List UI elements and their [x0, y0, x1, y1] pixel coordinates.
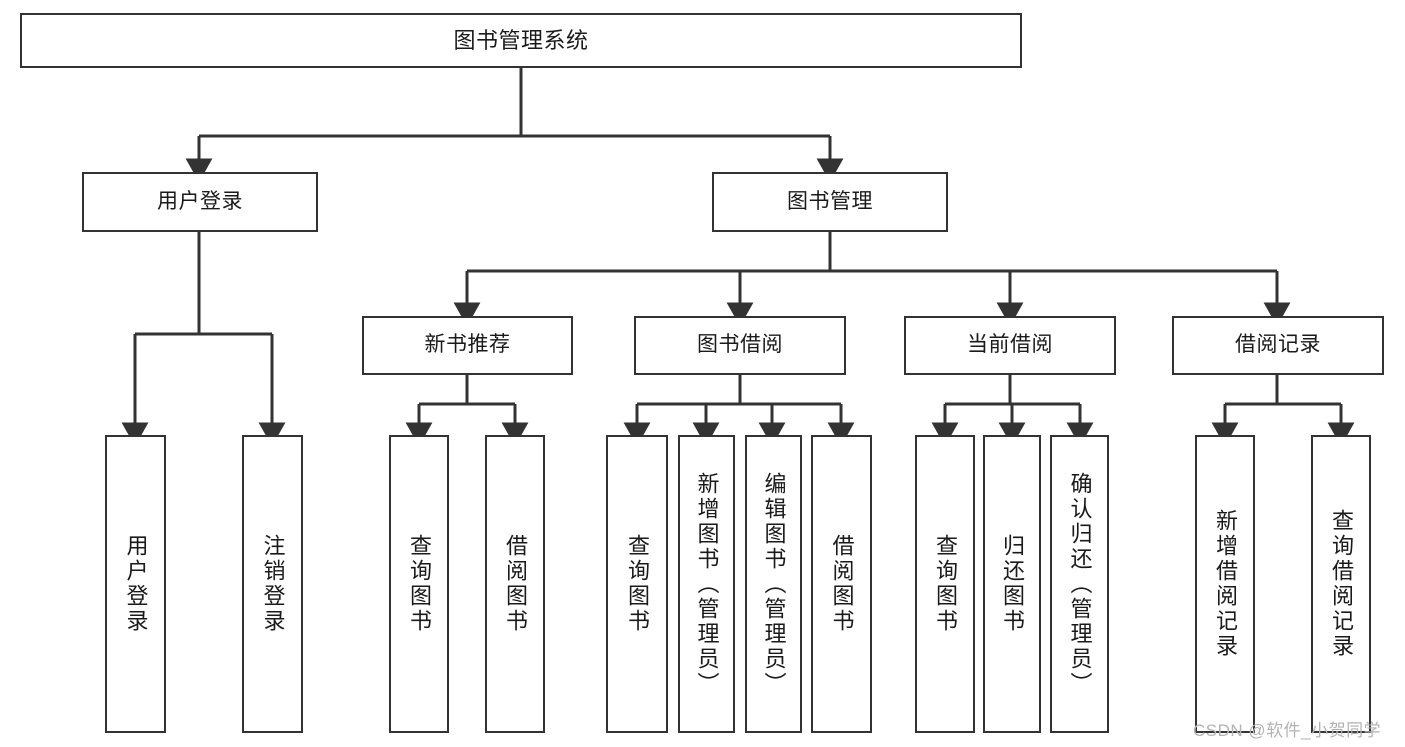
node-current-borrow-label: 当前借阅 [967, 333, 1053, 357]
node-leaf-add-borrow-record[interactable]: 新增借阅记录 [1195, 435, 1255, 733]
node-leaf-confirm-return-label: 确认归还（管理员） [1067, 471, 1093, 697]
node-user-login-label: 用户登录 [157, 189, 243, 213]
node-leaf-query-borrow-record[interactable]: 查询借阅记录 [1311, 435, 1371, 733]
node-borrow-records[interactable]: 借阅记录 [1172, 316, 1384, 375]
node-leaf-query-book-borrow-label: 查询图书 [625, 534, 650, 634]
node-new-book-recommend[interactable]: 新书推荐 [362, 316, 573, 375]
node-leaf-user-login-label: 用户登录 [123, 534, 149, 634]
csdn-watermark: CSDN @软件_小贺同学 [1193, 721, 1382, 740]
node-leaf-user-login[interactable]: 用户登录 [105, 435, 166, 733]
node-leaf-edit-book-label: 编辑图书（管理员） [761, 471, 787, 697]
node-leaf-logout[interactable]: 注销登录 [242, 435, 303, 733]
node-leaf-confirm-return[interactable]: 确认归还（管理员） [1050, 435, 1109, 733]
node-leaf-borrow-book-label: 借阅图书 [829, 534, 855, 634]
node-leaf-return-book-label: 归还图书 [1000, 534, 1025, 634]
node-leaf-query-book-newbook[interactable]: 查询图书 [389, 435, 449, 733]
node-book-borrow[interactable]: 图书借阅 [634, 316, 846, 375]
node-leaf-add-book-label: 新增图书（管理员） [694, 471, 720, 697]
node-leaf-add-borrow-record-label: 新增借阅记录 [1213, 509, 1238, 659]
node-book-management-label: 图书管理 [787, 189, 873, 213]
node-leaf-return-book[interactable]: 归还图书 [983, 435, 1041, 733]
node-book-borrow-label: 图书借阅 [697, 333, 783, 357]
node-new-book-recommend-label: 新书推荐 [424, 333, 511, 357]
node-leaf-add-book[interactable]: 新增图书（管理员） [678, 435, 735, 733]
node-book-management[interactable]: 图书管理 [712, 172, 948, 232]
node-current-borrow[interactable]: 当前借阅 [904, 316, 1116, 375]
node-leaf-logout-label: 注销登录 [260, 534, 286, 634]
node-leaf-query-book-current-label: 查询图书 [933, 534, 958, 634]
node-leaf-query-book-current[interactable]: 查询图书 [915, 435, 975, 733]
node-borrow-records-label: 借阅记录 [1235, 333, 1321, 357]
node-root[interactable]: 图书管理系统 [20, 13, 1022, 68]
node-leaf-query-book-newbook-label: 查询图书 [407, 534, 432, 634]
node-root-label: 图书管理系统 [453, 27, 589, 53]
node-leaf-query-borrow-record-label: 查询借阅记录 [1329, 509, 1354, 659]
node-leaf-query-book-borrow[interactable]: 查询图书 [606, 435, 668, 733]
node-leaf-borrow-book-newbook-label: 借阅图书 [503, 534, 528, 634]
node-user-login[interactable]: 用户登录 [82, 172, 318, 232]
node-leaf-borrow-book-newbook[interactable]: 借阅图书 [485, 435, 545, 733]
node-leaf-edit-book[interactable]: 编辑图书（管理员） [745, 435, 802, 733]
node-leaf-borrow-book[interactable]: 借阅图书 [811, 435, 872, 733]
